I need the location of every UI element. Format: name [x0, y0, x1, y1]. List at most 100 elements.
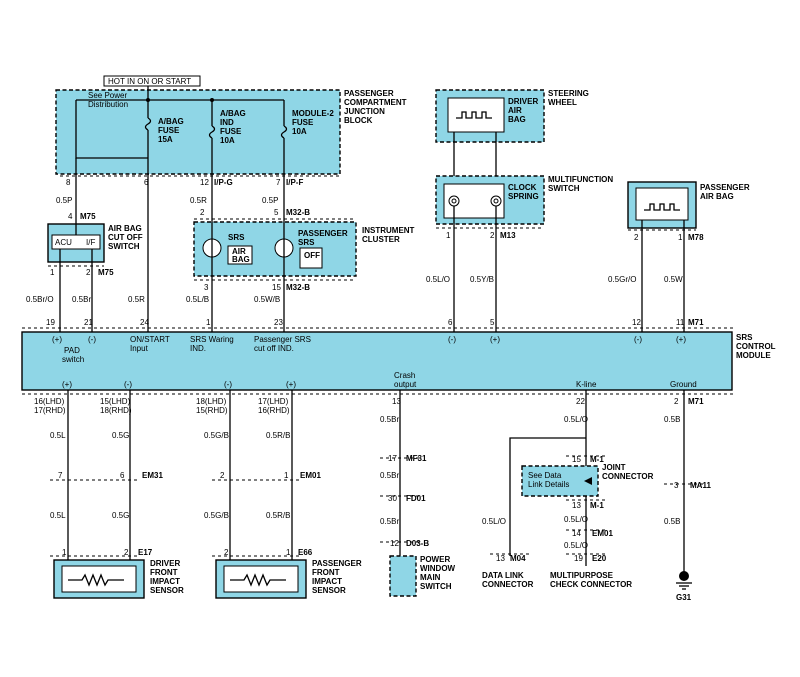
m1-bot-conn: M-1 [590, 501, 604, 510]
wire-05b-1: 0.5B [664, 415, 680, 424]
cutoff-pin-1: 1 [50, 268, 55, 277]
wire-05g-1: 0.5G [112, 431, 129, 440]
d03b-p: 12 [390, 539, 399, 548]
cluster-pin-5: 5 [274, 208, 279, 217]
fuse1-l3: 15A [158, 135, 173, 144]
passenger-airbag: PASSENGER AIR BAG [627, 181, 750, 332]
see-power-1: See Power [88, 91, 127, 100]
see-power-2: Distribution [88, 100, 128, 109]
dfis-2: FRONT [150, 568, 178, 577]
wire-05br-2: 0.5Br [380, 471, 399, 480]
cutoff-title-1: AIR BAG [108, 224, 142, 233]
pad-minus: (-) [88, 335, 96, 344]
wire-05w: 0.5W [664, 275, 683, 284]
jb-title-2: COMPARTMENT [344, 98, 407, 107]
em31-p7: 7 [58, 471, 63, 480]
hot-label: HOT IN ON OR START [103, 75, 201, 87]
em01-conn: EM01 [300, 471, 321, 480]
jb-pin-7: 7 [276, 178, 281, 187]
ground: Ground [670, 380, 697, 389]
e20-p: 19 [574, 554, 583, 563]
srs-plus-5: (+) [490, 335, 500, 344]
ma11-p: 3 [674, 481, 679, 490]
wire-05lo-1: 0.5L/O [426, 275, 450, 284]
instrument-cluster: 2 5 M32-B SRS AIR BAG PASSENGER SRS OFF … [193, 208, 415, 277]
ground-symbol: G31 [676, 571, 692, 602]
pab-pin-2: 2 [634, 233, 639, 242]
srs-pin-6: 6 [448, 318, 453, 327]
e66-conn: E66 [298, 548, 313, 557]
cutoff-top-pin: 4 [68, 212, 73, 221]
wire-05p-1: 0.5P [56, 196, 72, 205]
crash-1: Crash [394, 371, 415, 380]
multifunction-switch: CLOCK SPRING MULTIFUNCTION SWITCH [435, 175, 613, 332]
cutoff-top-conn: M75 [80, 212, 96, 221]
pw-2: WINDOW [420, 564, 456, 573]
srs-minus-12: (-) [634, 335, 642, 344]
jb-pin-8: 8 [66, 178, 71, 187]
steering-wheel: DRIVER AIR BAG STEERING WHEEL [435, 89, 589, 178]
em01b-p: 14 [572, 529, 581, 538]
crash-2: output [394, 380, 417, 389]
d03b-conn: D03-B [406, 539, 429, 548]
pab-title-2: AIR BAG [700, 192, 734, 201]
multipurpose-2: CHECK CONNECTOR [550, 580, 632, 589]
cluster-conn-top: M32-B [286, 208, 310, 217]
wire-05rb-1: 0.5R/B [266, 431, 290, 440]
see-data-2: Link Details [528, 480, 569, 489]
pin-15lhd: 15(LHD) [100, 397, 131, 406]
fuse2-l4: 10A [220, 136, 235, 145]
kline: K-line [576, 380, 597, 389]
pin-18rhd: 18(RHD) [100, 406, 132, 415]
bottom-conn-m71: M71 [688, 397, 704, 406]
cluster-pin-15: 15 [272, 283, 281, 292]
em31-conn: EM31 [142, 471, 163, 480]
srs-pin-11: 11 [676, 318, 685, 327]
cluster-air: AIR [232, 247, 246, 256]
wire-05g-2: 0.5G [112, 511, 129, 520]
fuse3-l3: 10A [292, 127, 307, 136]
pfis-3: IMPACT [312, 577, 342, 586]
cluster-off: OFF [304, 251, 320, 260]
pab-pin-1: 1 [678, 233, 683, 242]
wire-05bro: 0.5Br/O [26, 295, 54, 304]
ma11-conn: MA11 [690, 481, 711, 490]
bottom-pins: 16(LHD) 17(RHD) 15(LHD) 18(RHD) 18(LHD) … [34, 397, 704, 415]
wire-05br-1: 0.5Br [380, 415, 399, 424]
jb-pin-12: 12 [200, 178, 209, 187]
jb-title-1: PASSENGER [344, 89, 394, 98]
mfs-pin-1: 1 [446, 231, 451, 240]
pin-16lhd: 16(LHD) [34, 397, 65, 406]
srs-pin-21: 21 [84, 318, 93, 327]
pass-srs-2: cut off IND. [254, 344, 294, 353]
e17-p1: 1 [62, 548, 67, 557]
driver-airbag-3: BAG [508, 115, 526, 124]
srs-control-module: (+) (-) PAD switch ON/START Input SRS Wa… [21, 331, 733, 391]
e66-p1: 1 [286, 548, 291, 557]
cluster-pin-2: 2 [200, 208, 205, 217]
joint-title-2: CONNECTOR [602, 472, 654, 481]
driver-front-impact-sensor: 1 2 E17 DRIVER FRONT IMPACT SENSOR [50, 548, 184, 599]
m1-top-p: 15 [572, 455, 581, 464]
e17-p2: 2 [124, 548, 129, 557]
pfis-2: FRONT [312, 568, 340, 577]
m04-p: 13 [496, 554, 505, 563]
pad-switch-2: switch [62, 355, 84, 364]
m04-conn: M04 [510, 554, 526, 563]
if-label: I/F [86, 238, 95, 247]
srs-pin-23: 23 [274, 318, 283, 327]
joint-connector: See Data Link Details JOINT CONNECTOR [521, 463, 654, 497]
mfs-title-2: SWITCH [548, 184, 580, 193]
fuse3-l2: FUSE [292, 118, 314, 127]
srs-bot-minus-1: (-) [124, 380, 132, 389]
wire-05r-2: 0.5R [128, 295, 145, 304]
srs-top-conn: M71 [688, 318, 704, 327]
wire-05gb-2: 0.5G/B [204, 511, 229, 520]
cluster-pass-1: PASSENGER [298, 229, 348, 238]
fuse3-l1: MODULE-2 [292, 109, 334, 118]
e66-p2: 2 [224, 548, 229, 557]
hot-label-text: HOT IN ON OR START [108, 77, 191, 86]
pfis-4: SENSOR [312, 586, 346, 595]
srs-bot-plus-2: (+) [286, 380, 296, 389]
